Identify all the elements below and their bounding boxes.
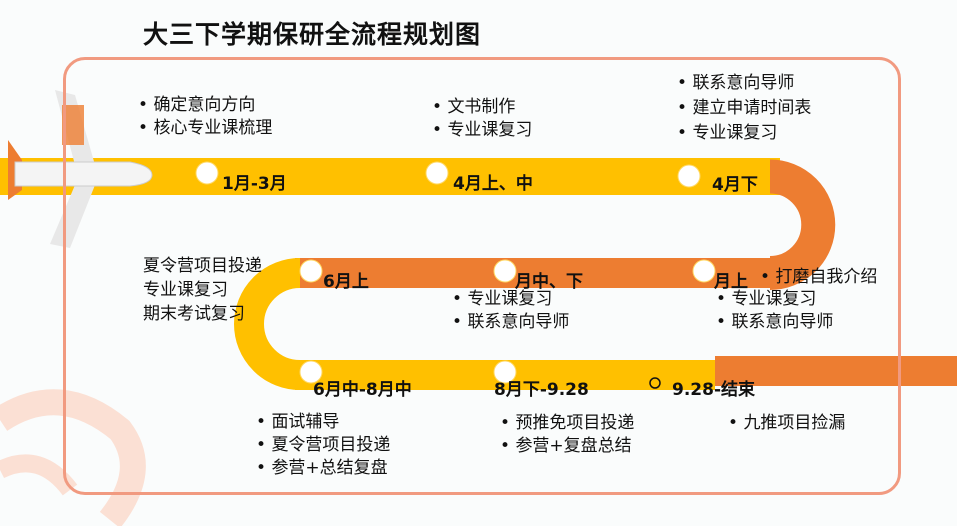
stage-label: 6月中-8月中	[313, 380, 412, 400]
stage-label: 月中、下	[515, 272, 583, 292]
stage-label: 4月下	[712, 175, 758, 195]
stage-items: 夏令营项目投递专业课复习期末考试复习	[143, 256, 262, 324]
airplane-icon	[8, 90, 153, 248]
stage-items: 九推项目捡漏	[728, 412, 845, 435]
road-turn-left	[234, 258, 301, 390]
frame-border	[63, 57, 901, 495]
stage-items: 联系意向导师建立申请时间表专业课复习	[677, 71, 811, 146]
page-title: 大三下学期保研全流程规划图	[143, 20, 482, 49]
stage-label: 月上	[714, 272, 748, 292]
stage-label: 4月上、中	[453, 174, 533, 194]
stage-items: 专业课复习联系意向导师	[716, 288, 833, 334]
milestone-dots	[195, 161, 716, 384]
stage-items: 预推免项目投递参营+复盘总结	[500, 412, 634, 458]
stage-label: 9.28-结束	[672, 380, 755, 400]
road-bottom-orange	[715, 356, 957, 386]
decorative-swirl	[0, 454, 78, 496]
stage-item: • 打磨自我介绍	[760, 267, 878, 287]
stage-items: 文书制作专业课复习	[432, 96, 532, 142]
stage-label: 8月下-9.28	[494, 380, 589, 400]
stage-items: 面试辅导夏令营项目投递参营+总结复盘	[256, 411, 390, 480]
stage-label: 6月上	[323, 272, 369, 292]
road-turn-right	[769, 159, 836, 290]
stage-items: 专业课复习联系意向导师	[452, 288, 569, 334]
stage-label: 1月-3月	[222, 174, 287, 194]
decorative-swirl	[0, 389, 146, 526]
stage-items: 确定意向方向核心专业课梳理	[138, 94, 272, 140]
